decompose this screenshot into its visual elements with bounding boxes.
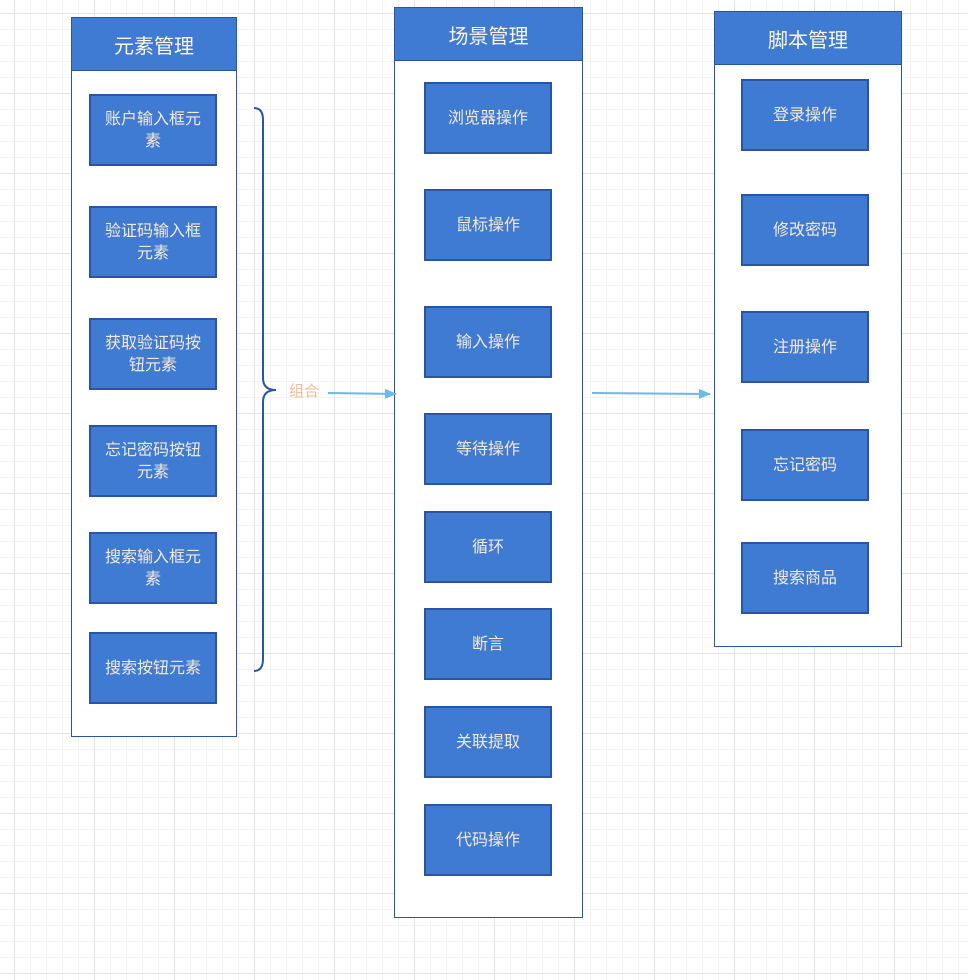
element-node-forgot-password-button[interactable]: 忘记密码按钮元素: [89, 425, 217, 497]
script-node-register[interactable]: 注册操作: [741, 311, 869, 383]
element-node-search-input[interactable]: 搜索输入框元素: [89, 532, 217, 604]
element-node-get-captcha-button[interactable]: 获取验证码按钮元素: [89, 318, 217, 390]
group-brace: [253, 107, 277, 672]
element-node-search-button[interactable]: 搜索按钮元素: [89, 632, 217, 704]
scene-node-correlation[interactable]: 关联提取: [424, 706, 552, 778]
elements-panel-title: 元素管理: [71, 17, 237, 71]
scripts-panel-title: 脚本管理: [714, 11, 902, 65]
scenes-panel-title: 场景管理: [394, 7, 583, 61]
script-node-forgot-password[interactable]: 忘记密码: [741, 429, 869, 501]
element-node-account-input[interactable]: 账户输入框元素: [89, 94, 217, 166]
element-node-captcha-input[interactable]: 验证码输入框元素: [89, 206, 217, 278]
script-node-login[interactable]: 登录操作: [741, 79, 869, 151]
scene-node-wait[interactable]: 等待操作: [424, 413, 552, 485]
scene-node-mouse[interactable]: 鼠标操作: [424, 189, 552, 261]
scene-node-browser[interactable]: 浏览器操作: [424, 82, 552, 154]
scene-node-input[interactable]: 输入操作: [424, 306, 552, 378]
combine-label: 组合: [289, 382, 320, 400]
arrow-scenes-to-scripts: [591, 388, 711, 399]
script-node-change-password[interactable]: 修改密码: [741, 194, 869, 266]
scene-node-code[interactable]: 代码操作: [424, 804, 552, 876]
scene-node-assert[interactable]: 断言: [424, 608, 552, 680]
scene-node-loop[interactable]: 循环: [424, 511, 552, 583]
script-node-search-product[interactable]: 搜索商品: [741, 542, 869, 614]
arrow-elements-to-scenes: [327, 388, 397, 399]
